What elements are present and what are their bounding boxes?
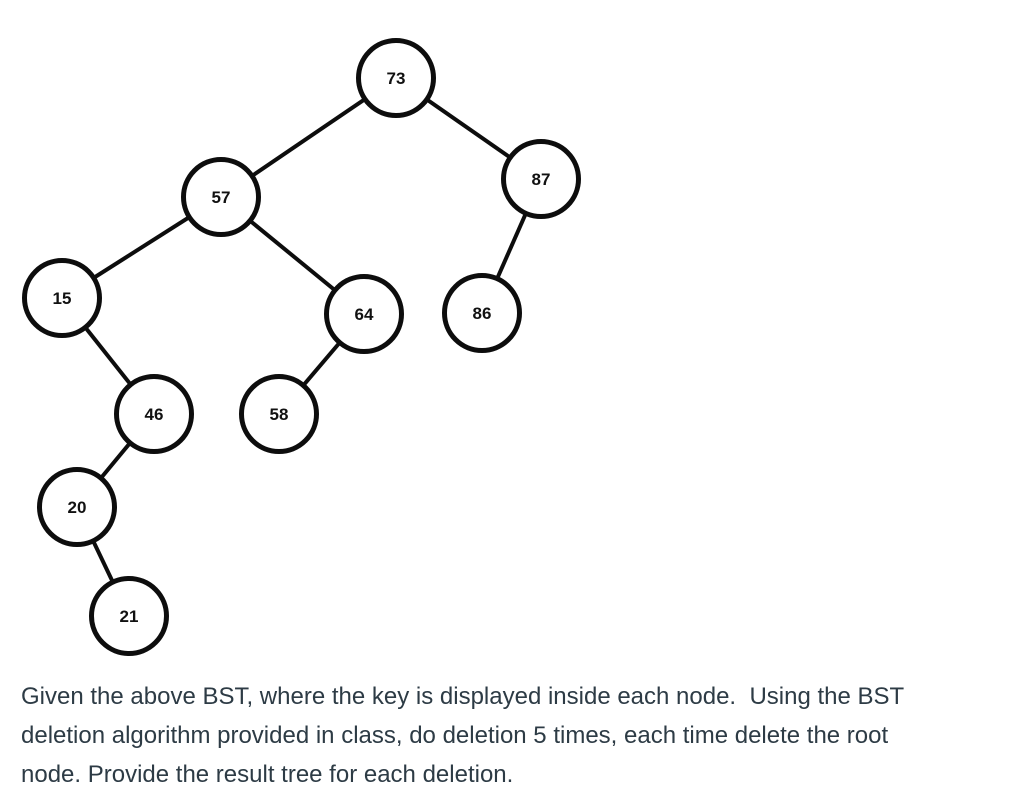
tree-node-57: 57 [181, 157, 261, 237]
tree-node-circle [239, 374, 319, 454]
tree-node-circle [356, 38, 436, 118]
tree-node-label: 21 [120, 607, 139, 626]
tree-node-label: 73 [387, 69, 406, 88]
question-line: Given the above BST, where the key is di… [21, 683, 905, 710]
bst-diagram: 73 57 87 15 64 86 46 58 20 21 [22, 38, 581, 656]
tree-node-58: 58 [239, 374, 319, 454]
tree-node-label: 58 [270, 405, 289, 424]
tree-node-circle [114, 374, 194, 454]
tree-node-label: 86 [473, 304, 492, 323]
tree-node-label: 57 [212, 188, 231, 207]
tree-node-21: 21 [89, 576, 169, 656]
tree-node-20: 20 [37, 467, 117, 547]
tree-node-circle [442, 273, 522, 353]
tree-node-circle [501, 139, 581, 219]
tree-node-87: 87 [501, 139, 581, 219]
tree-node-label: 46 [145, 405, 164, 424]
tree-node-circle [89, 576, 169, 656]
tree-node-label: 87 [532, 170, 551, 189]
question-line: node. Provide the result tree for each d… [21, 761, 514, 788]
question-line: deletion algorithm provided in class, do… [21, 722, 889, 749]
tree-node-circle [22, 258, 102, 338]
tree-node-73: 73 [356, 38, 436, 118]
tree-node-64: 64 [324, 274, 404, 354]
question-text: Given the above BST, where the key is di… [21, 677, 1011, 794]
tree-node-15: 15 [22, 258, 102, 338]
tree-node-circle [181, 157, 261, 237]
tree-node-86: 86 [442, 273, 522, 353]
tree-node-label: 20 [68, 498, 87, 517]
tree-node-circle [37, 467, 117, 547]
tree-node-46: 46 [114, 374, 194, 454]
tree-node-circle [324, 274, 404, 354]
tree-node-label: 64 [355, 305, 374, 324]
tree-node-label: 15 [53, 289, 72, 308]
